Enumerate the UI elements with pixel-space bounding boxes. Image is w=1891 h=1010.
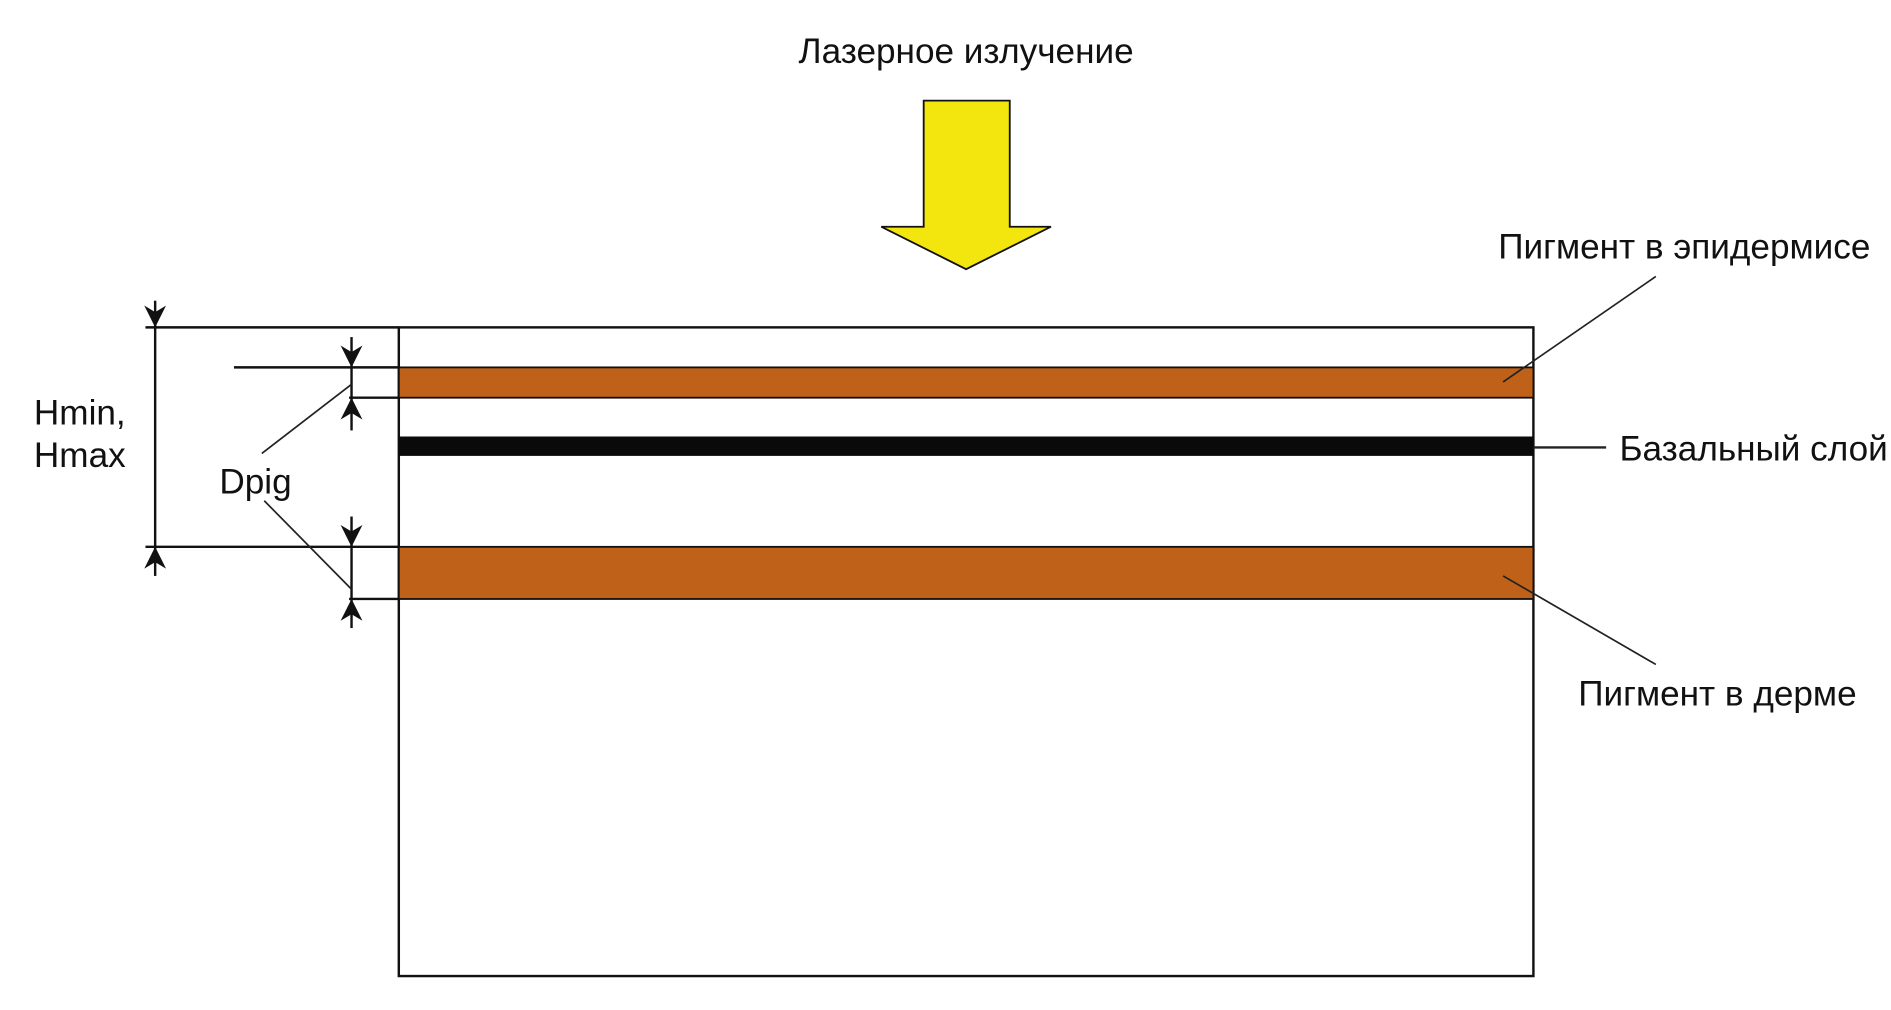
- dermis-pigment-label: Пигмент в дерме: [1578, 675, 1856, 714]
- h-range-label-2: Hmax: [34, 436, 126, 475]
- epidermis-pigment-band: [399, 367, 1534, 397]
- laser-radiation-title: Лазерное излучение: [799, 32, 1134, 71]
- dpig-label: Dpig: [219, 462, 291, 501]
- h-range-label: Hmin,: [34, 393, 126, 432]
- basal-layer-band: [399, 436, 1534, 455]
- dermis-pigment-band: [399, 547, 1534, 599]
- epidermis-pigment-label: Пигмент в эпидермисе: [1498, 227, 1870, 266]
- laser-arrow-icon: [881, 101, 1051, 270]
- skin-block: [399, 327, 1534, 976]
- basal-layer-label: Базальный слой: [1619, 430, 1887, 469]
